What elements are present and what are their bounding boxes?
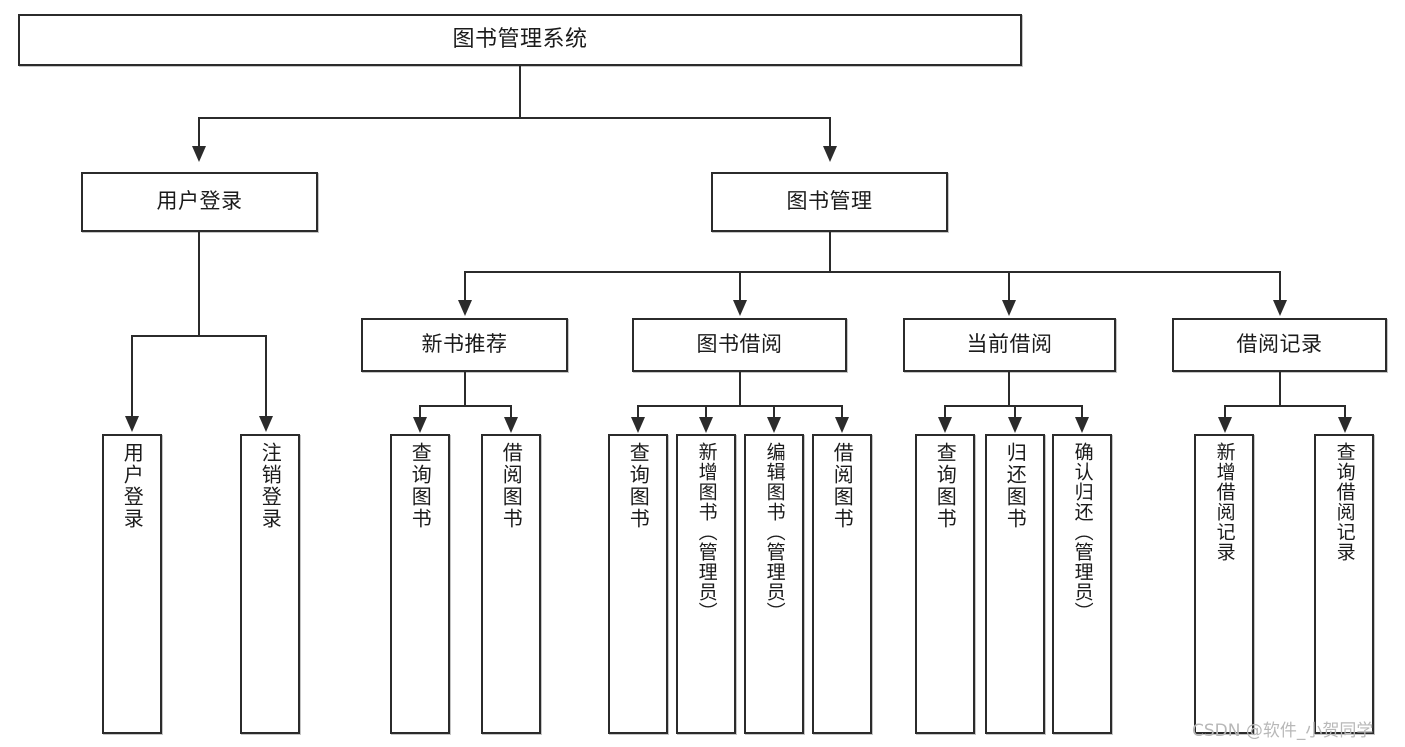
- arrowhead-to-leaf-user-login: [125, 416, 139, 432]
- leaf-bb-add-book-admin[interactable]: 新增图书（管理员）: [676, 434, 736, 734]
- node-book-borrow[interactable]: 图书借阅: [632, 318, 847, 372]
- node-root-system[interactable]: 图书管理系统: [18, 14, 1022, 66]
- node-label: 归还图书: [1003, 442, 1028, 530]
- leaf-cb-query-book[interactable]: 查询图书: [915, 434, 975, 734]
- edge-cb-leaf3: [1081, 405, 1083, 419]
- edge-current-borrow-bus: [944, 405, 1083, 407]
- arrowhead-to-current-borrow: [1002, 300, 1016, 316]
- edge-borrow-records-stem: [1279, 372, 1281, 406]
- node-label: 图书管理系统: [452, 26, 588, 52]
- edge-borrow-records-bus: [1224, 405, 1346, 407]
- node-label: 新增借阅记录: [1213, 442, 1236, 562]
- edge-bb-leaf3: [773, 405, 775, 419]
- arrowhead-to-book-manage: [823, 146, 837, 162]
- edge-cb-leaf1: [944, 405, 946, 419]
- node-label: 借阅图书: [830, 442, 855, 530]
- edge-new-book-stem: [464, 372, 466, 406]
- node-new-book-recommend[interactable]: 新书推荐: [361, 318, 568, 372]
- leaf-nb-query-book[interactable]: 查询图书: [390, 434, 450, 734]
- edge-br-leaf1: [1224, 405, 1226, 419]
- node-label: 确认归还（管理员）: [1071, 442, 1094, 622]
- arrowhead-to-leaf-logout: [259, 416, 273, 432]
- node-label: 查询图书: [408, 442, 433, 530]
- node-label: 编辑图书（管理员）: [763, 442, 786, 622]
- node-label: 用户登录: [156, 189, 243, 214]
- watermark-csdn: CSDN @软件_小贺同学: [1192, 721, 1374, 741]
- arrowhead-cb-leaf2: [1008, 417, 1022, 433]
- leaf-br-query-record[interactable]: 查询借阅记录: [1314, 434, 1374, 734]
- arrowhead-br-leaf1: [1218, 417, 1232, 433]
- edge-to-borrow-records: [1279, 271, 1281, 301]
- edge-to-book-borrow: [739, 271, 741, 301]
- arrowhead-br-leaf2: [1338, 417, 1352, 433]
- node-label: 查询借阅记录: [1333, 442, 1356, 562]
- arrowhead-bb-leaf4: [835, 417, 849, 433]
- leaf-bb-query-book[interactable]: 查询图书: [608, 434, 668, 734]
- edge-to-new-book: [464, 271, 466, 301]
- edge-br-leaf2: [1344, 405, 1346, 419]
- edge-level1-bus: [198, 117, 831, 119]
- node-user-login[interactable]: 用户登录: [81, 172, 318, 232]
- edge-level2-bus: [464, 271, 1280, 273]
- arrowhead-nb-leaf2: [504, 417, 518, 433]
- leaf-nb-borrow-book[interactable]: 借阅图书: [481, 434, 541, 734]
- node-label: 图书借阅: [696, 332, 783, 357]
- node-borrow-records[interactable]: 借阅记录: [1172, 318, 1387, 372]
- node-label: 查询图书: [626, 442, 651, 530]
- node-label: 用户登录: [120, 442, 145, 530]
- arrowhead-cb-leaf1: [938, 417, 952, 433]
- edge-to-user-login: [198, 117, 200, 147]
- node-book-management[interactable]: 图书管理: [711, 172, 948, 232]
- arrowhead-to-new-book: [458, 300, 472, 316]
- node-label: 新书推荐: [421, 332, 508, 357]
- edge-nb-leaf1: [419, 405, 421, 419]
- edge-to-book-manage: [829, 117, 831, 147]
- edge-cb-leaf2: [1014, 405, 1016, 419]
- node-label: 借阅记录: [1236, 332, 1323, 357]
- node-label: 图书管理: [786, 189, 873, 214]
- edge-current-borrow-stem: [1008, 372, 1010, 406]
- arrowhead-to-borrow-records: [1273, 300, 1287, 316]
- edge-root-stem: [519, 66, 521, 118]
- node-label: 注销登录: [258, 442, 283, 530]
- edge-user-login-bus: [131, 335, 267, 337]
- edge-bb-leaf1: [637, 405, 639, 419]
- node-current-borrow[interactable]: 当前借阅: [903, 318, 1116, 372]
- arrowhead-bb-leaf3: [767, 417, 781, 433]
- edge-to-leaf-logout: [265, 335, 267, 417]
- arrowhead-bb-leaf1: [631, 417, 645, 433]
- arrowhead-nb-leaf1: [413, 417, 427, 433]
- node-label: 借阅图书: [499, 442, 524, 530]
- edge-to-current-borrow: [1008, 271, 1010, 301]
- edge-user-login-stem: [198, 232, 200, 336]
- leaf-br-add-record[interactable]: 新增借阅记录: [1194, 434, 1254, 734]
- leaf-bb-edit-book-admin[interactable]: 编辑图书（管理员）: [744, 434, 804, 734]
- node-label: 查询图书: [933, 442, 958, 530]
- leaf-logout[interactable]: 注销登录: [240, 434, 300, 734]
- arrowhead-bb-leaf2: [699, 417, 713, 433]
- edge-new-book-bus: [419, 405, 512, 407]
- edge-bb-leaf4: [841, 405, 843, 419]
- leaf-user-login[interactable]: 用户登录: [102, 434, 162, 734]
- leaf-bb-borrow-book[interactable]: 借阅图书: [812, 434, 872, 734]
- edge-bb-leaf2: [705, 405, 707, 419]
- leaf-cb-confirm-return-admin[interactable]: 确认归还（管理员）: [1052, 434, 1112, 734]
- arrowhead-to-user-login: [192, 146, 206, 162]
- arrowhead-to-book-borrow: [733, 300, 747, 316]
- node-label: 新增图书（管理员）: [695, 442, 718, 622]
- edge-book-borrow-bus: [637, 405, 843, 407]
- edge-book-manage-stem: [829, 232, 831, 272]
- node-label: 当前借阅: [966, 332, 1053, 357]
- edge-nb-leaf2: [510, 405, 512, 419]
- edge-book-borrow-stem: [739, 372, 741, 406]
- arrowhead-cb-leaf3: [1075, 417, 1089, 433]
- edge-to-leaf-user-login: [131, 335, 133, 417]
- leaf-cb-return-book[interactable]: 归还图书: [985, 434, 1045, 734]
